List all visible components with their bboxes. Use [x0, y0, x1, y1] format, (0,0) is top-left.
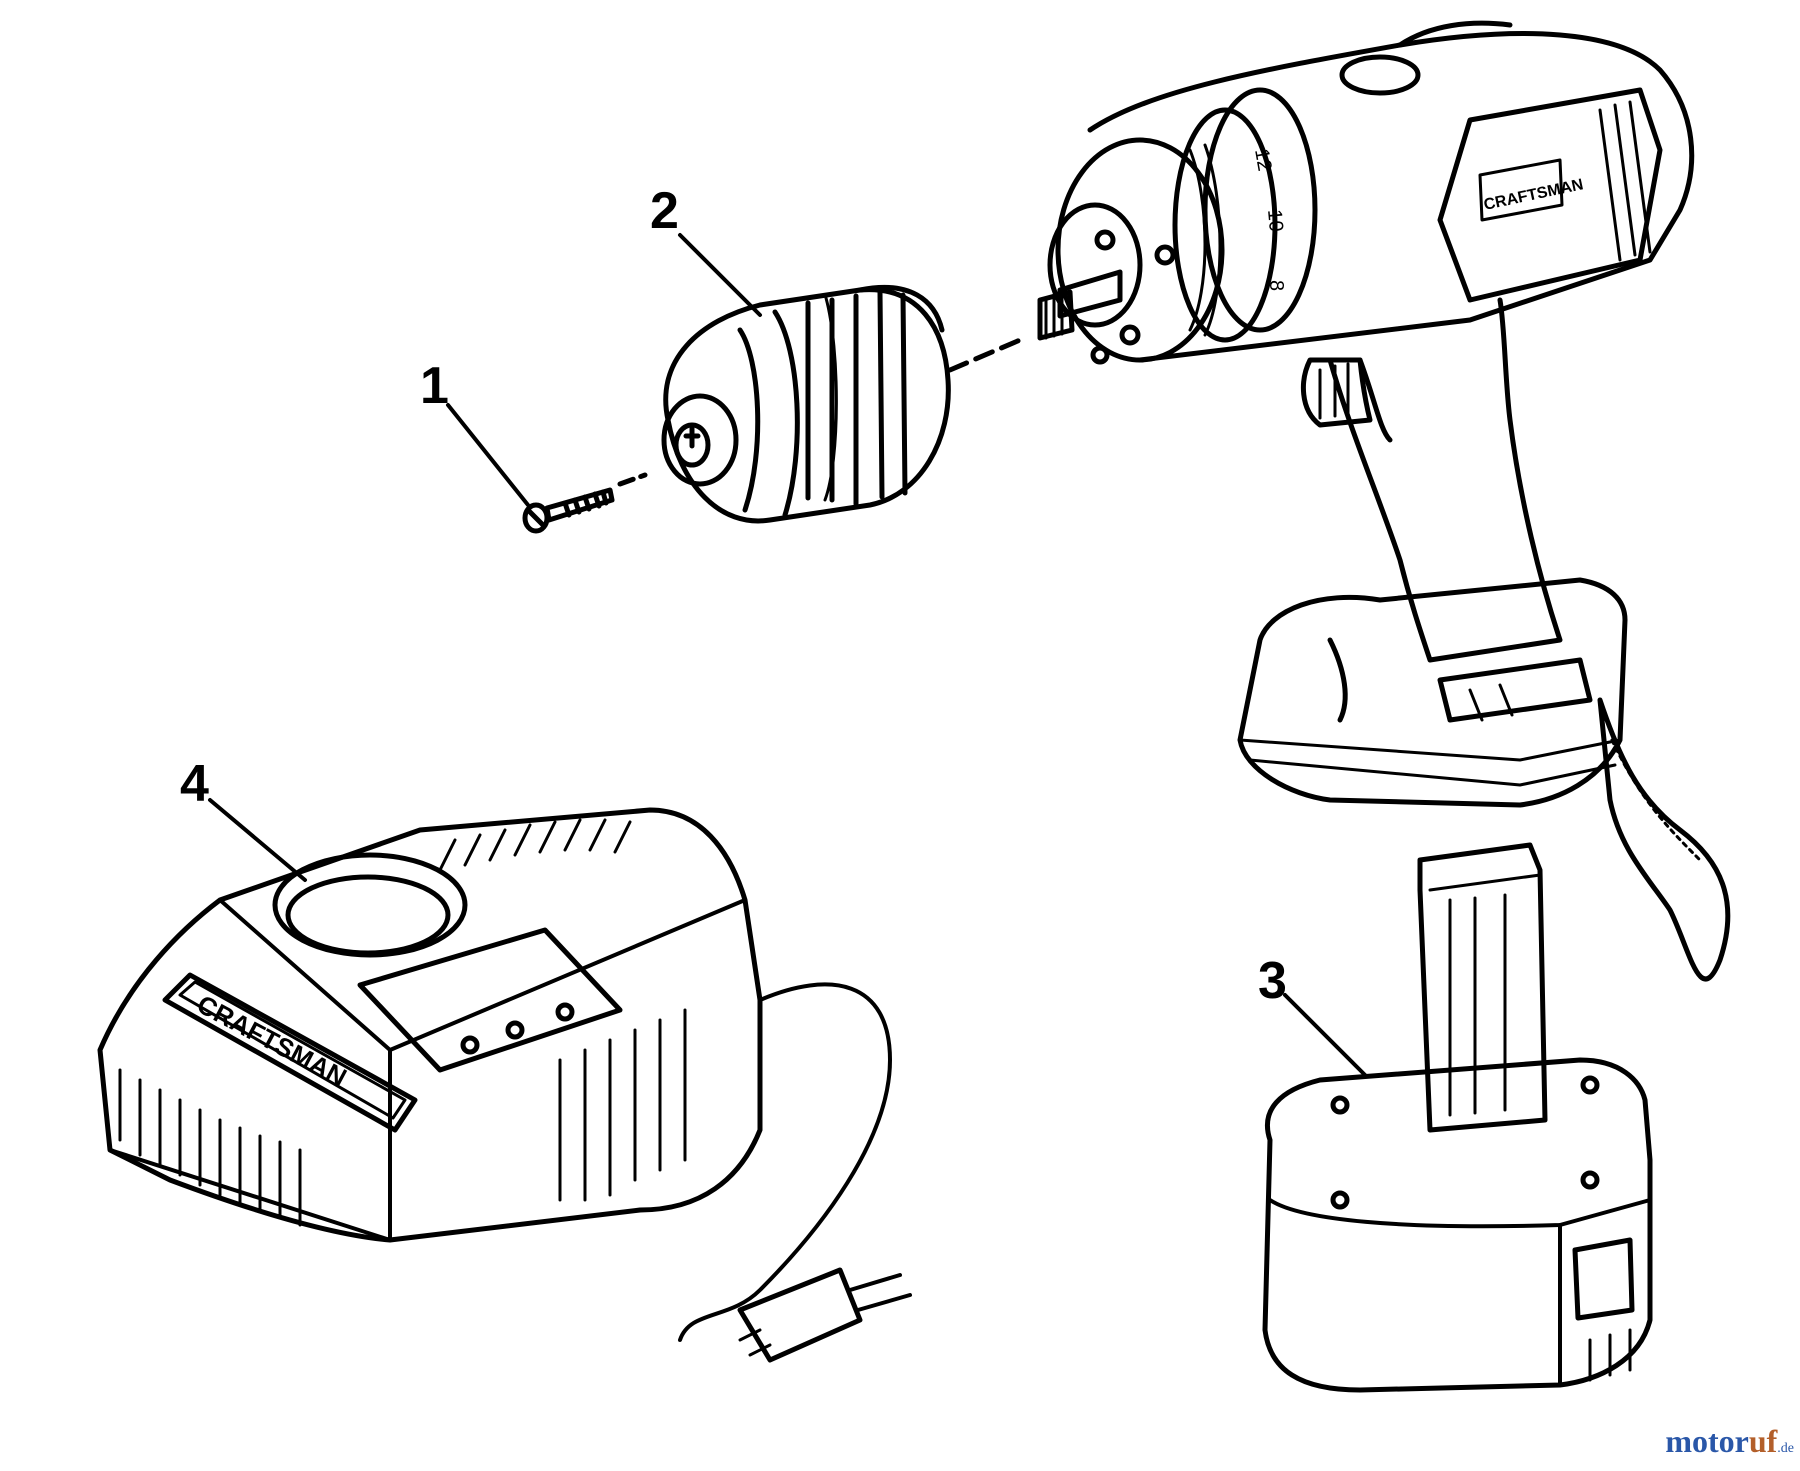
clutch-scale-12: 12 [1250, 147, 1276, 173]
watermark-main-a: motor [1665, 1423, 1749, 1459]
leader-lines [208, 233, 1367, 1077]
callout-2: 2 [650, 182, 679, 240]
callout-1: 1 [420, 357, 449, 415]
watermark-logo: motoruf.de [1665, 1423, 1794, 1460]
part-1-screw [522, 472, 648, 534]
drill-brand-label: CRAFTSMAN [1482, 176, 1585, 214]
part-2-chuck [661, 284, 1023, 524]
callout-3: 3 [1258, 952, 1287, 1010]
callout-4: 4 [180, 755, 209, 813]
watermark-suffix: .de [1777, 1441, 1794, 1456]
part-4-charger [97, 807, 912, 1363]
part-3-battery [1262, 842, 1653, 1393]
clutch-scale-8: 8 [1265, 280, 1287, 291]
watermark-main-b: uf [1748, 1423, 1778, 1459]
charger-brand-label: CRAFTSMAN [192, 989, 351, 1093]
drill-body [1037, 20, 1731, 982]
clutch-scale-10: 10 [1263, 209, 1287, 233]
